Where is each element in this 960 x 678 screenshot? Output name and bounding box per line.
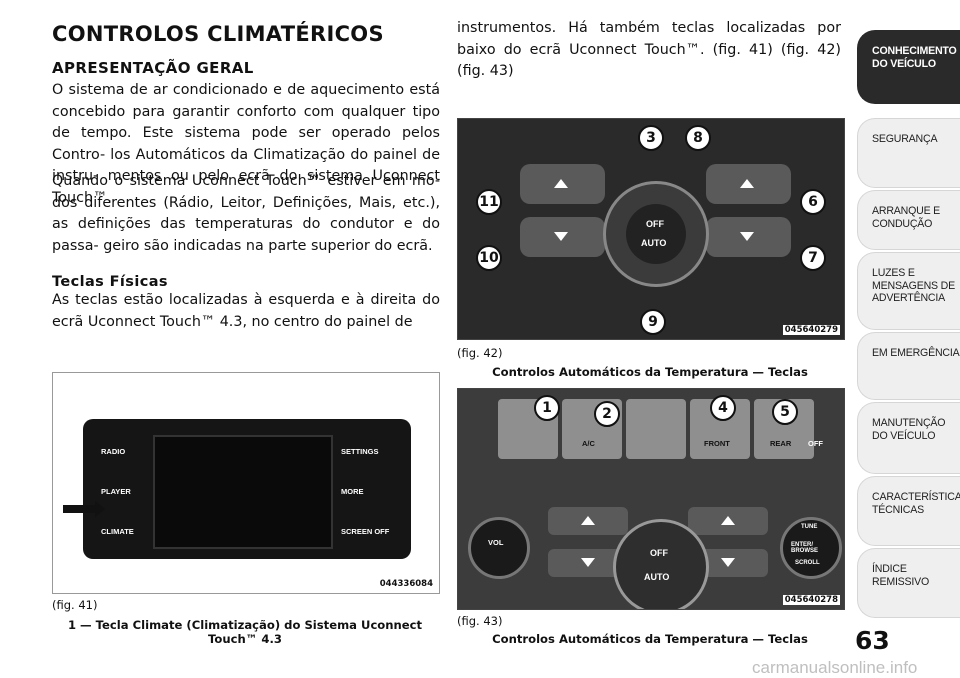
paragraph-overview: O sistema de ar condicionado e de aqueci… — [52, 82, 440, 206]
settings-button[interactable]: SETTINGS — [341, 447, 379, 456]
callout-3: 3 — [638, 125, 664, 151]
touch-screen — [153, 435, 333, 549]
left-temp-up-key[interactable] — [548, 507, 628, 535]
tab-seguranca[interactable]: SEGURANÇA — [857, 118, 960, 188]
figure-code: 045640278 — [782, 595, 840, 605]
figure-caption: Controlos Automáticos da Temperatura — T… — [492, 632, 808, 646]
arrow-up-icon — [740, 179, 754, 188]
right-temp-up-key[interactable] — [688, 507, 768, 535]
arrow-head-icon — [95, 501, 105, 517]
vol-label: VOL — [488, 538, 504, 547]
arrow-down-icon — [581, 558, 595, 567]
fan-knob[interactable]: OFF AUTO — [603, 181, 709, 287]
figure-caption: 1 — Tecla Climate (Climatização) do Sist… — [67, 618, 423, 646]
paragraph-uconnect-modes: Quando o sistema Uconnect Touch™ estiver… — [52, 173, 440, 254]
tab-indice[interactable]: ÍNDICE REMISSIVO — [857, 548, 960, 618]
arrow-up-icon — [581, 516, 595, 525]
tab-manutencao[interactable]: MANUTENÇÃO DO VEÍCULO — [857, 402, 960, 474]
callout-4: 4 — [710, 395, 736, 421]
arrow-icon — [63, 505, 97, 513]
figure-code: 044336084 — [377, 579, 435, 589]
page-title: CONTROLOS CLIMATÉRICOS — [52, 22, 384, 46]
right-temp-down-key[interactable] — [706, 217, 791, 257]
tune-knob[interactable]: TUNE ENTER/ BROWSE SCROLL — [780, 517, 842, 579]
callout-2: 2 — [594, 401, 620, 427]
section-title: APRESENTAÇÃO GERAL — [52, 59, 254, 77]
left-temp-up-key[interactable] — [520, 164, 605, 204]
chapter-sidebar: CONHECIMENTO DO VEÍCULO SEGURANÇA ARRANQ… — [857, 0, 960, 678]
callout-5: 5 — [772, 399, 798, 425]
figure-code: 045640279 — [782, 325, 840, 335]
callout-8: 8 — [685, 125, 711, 151]
off-label: OFF — [650, 548, 668, 558]
screen-off-button[interactable]: SCREEN OFF — [341, 527, 390, 536]
more-button[interactable]: MORE — [341, 487, 364, 496]
volume-knob[interactable]: VOL — [468, 517, 530, 579]
callout-10: 10 — [476, 245, 502, 271]
paragraph-physical-keys: As teclas estão localizadas à esquerda e… — [52, 292, 440, 330]
paragraph-more-keys: instrumentos. Há também teclas localizad… — [457, 20, 841, 79]
tune-label: TUNE — [801, 524, 818, 530]
climate-button[interactable]: CLIMATE — [101, 527, 134, 536]
right-buttons: SETTINGS MORE SCREEN OFF — [337, 427, 407, 547]
tab-luzes[interactable]: LUZES E MENSAGENS DE ADVERTÊNCIA — [857, 252, 960, 330]
subsection-title: Teclas Físicas — [52, 274, 168, 290]
left-temp-down-key[interactable] — [520, 217, 605, 257]
callout-6: 6 — [800, 189, 826, 215]
auto-label: AUTO — [641, 238, 667, 248]
uconnect-panel: RADIO PLAYER CLIMATE SETTINGS MORE SCREE… — [83, 419, 411, 559]
callout-1: 1 — [534, 395, 560, 421]
ac-label: A/C — [582, 439, 595, 448]
figure-41: RADIO PLAYER CLIMATE SETTINGS MORE SCREE… — [52, 372, 440, 594]
enter-browse-label: ENTER/ BROWSE — [791, 542, 818, 554]
right-temp-up-key[interactable] — [706, 164, 791, 204]
figure-43: A/C FRONT REAR OFF OFF AUTO VOL TUNE ENT… — [457, 388, 845, 610]
left-buttons: RADIO PLAYER CLIMATE — [99, 427, 149, 547]
figure-caption: Controlos Automáticos da Temperatura — T… — [492, 365, 808, 379]
page-number: 63 — [855, 626, 890, 655]
callout-11: 11 — [476, 189, 502, 215]
recirculation-key[interactable] — [626, 399, 686, 459]
arrow-down-icon — [721, 558, 735, 567]
scroll-label: SCROLL — [795, 560, 820, 566]
player-button[interactable]: PLAYER — [101, 487, 131, 496]
figure-42: OFF AUTO 3 8 11 6 10 7 9 045640279 — [457, 118, 845, 340]
arrow-up-icon — [554, 179, 568, 188]
radio-button[interactable]: RADIO — [101, 447, 126, 456]
rear-label: REAR — [770, 439, 792, 448]
tab-emergencia[interactable]: EM EMERGÊNCIA — [857, 332, 960, 400]
off-label: OFF — [646, 219, 664, 229]
figure-ref: (fig. 42) — [457, 346, 503, 360]
tab-arranque[interactable]: ARRANQUE E CONDUÇÃO — [857, 190, 960, 250]
callout-7: 7 — [800, 245, 826, 271]
auto-label: AUTO — [644, 572, 670, 582]
figure-ref: (fig. 41) — [52, 598, 98, 612]
watermark: carmanualsonline.info — [752, 658, 918, 677]
arrow-up-icon — [721, 516, 735, 525]
front-label: FRONT — [704, 439, 730, 448]
arrow-down-icon — [554, 232, 568, 241]
callout-9: 9 — [640, 309, 666, 335]
off-label: OFF — [808, 439, 823, 448]
figure-ref: (fig. 43) — [457, 614, 503, 628]
fan-knob[interactable]: OFF AUTO — [613, 519, 709, 609]
arrow-down-icon — [740, 232, 754, 241]
tab-conhecimento[interactable]: CONHECIMENTO DO VEÍCULO — [857, 30, 960, 104]
knob-center: OFF AUTO — [626, 204, 686, 264]
tab-caracteristicas[interactable]: CARACTERÍSTICAS TÉCNICAS — [857, 476, 960, 546]
